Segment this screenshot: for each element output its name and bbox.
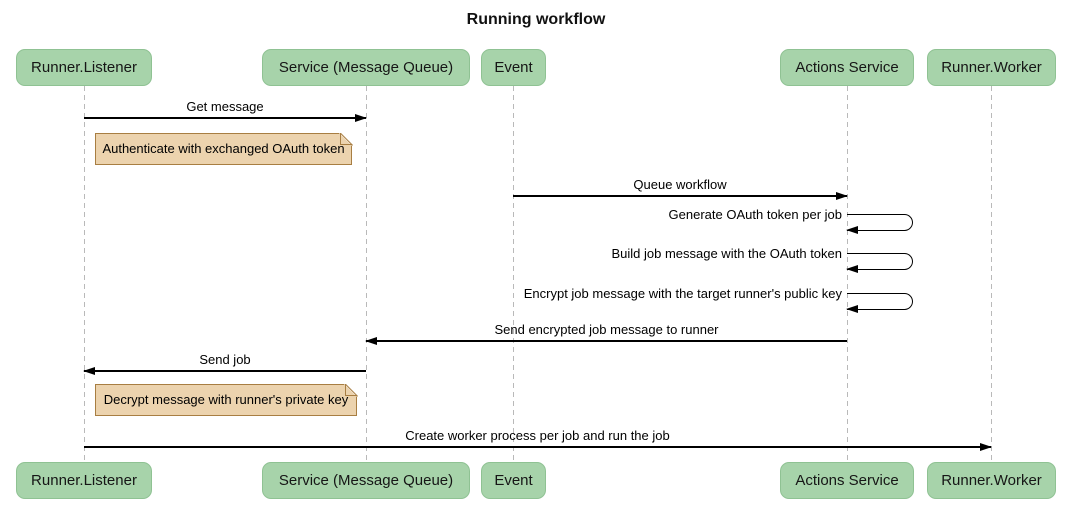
message-label: Get message (186, 99, 264, 114)
actor-runner-worker-top: Runner.Worker (927, 49, 1056, 86)
actor-actions-service-bottom: Actions Service (780, 462, 914, 499)
message-create-worker: Create worker process per job and run th… (84, 427, 992, 451)
actor-service-message-queue-top: Service (Message Queue) (262, 49, 470, 86)
arrow-line (84, 442, 992, 451)
lifeline-event (512, 86, 514, 462)
arrow-line (365, 336, 847, 345)
message-label: Create worker process per job and run th… (405, 428, 670, 443)
arrowhead-left-icon (83, 366, 95, 375)
actor-runner-worker-bottom: Runner.Worker (927, 462, 1056, 499)
actor-event-bottom: Event (481, 462, 546, 499)
diagram-title: Running workflow (466, 11, 606, 28)
actor-label: Actions Service (795, 472, 899, 489)
actor-label: Event (494, 472, 533, 489)
actor-label: Runner.Worker (941, 472, 1042, 489)
self-message-label-build-job-message: Build job message with the OAuth token (611, 246, 842, 261)
self-loop-build-job-message (846, 253, 913, 273)
arrow-line (84, 113, 367, 122)
lifeline-actions-service (846, 86, 848, 462)
note-text: Decrypt message with runner's private ke… (103, 392, 349, 407)
lifeline-runner-worker (990, 86, 992, 462)
arrowhead-left-icon (846, 264, 858, 273)
arrowhead-left-icon (846, 225, 858, 234)
message-queue-workflow: Queue workflow (513, 176, 848, 200)
arrowhead-right-icon (836, 191, 848, 200)
lifeline-runner-listener (83, 86, 85, 462)
actor-label: Service (Message Queue) (278, 472, 454, 489)
self-message-label-generate-oauth: Generate OAuth token per job (668, 207, 842, 222)
self-message-label-encrypt-job-message: Encrypt job message with the target runn… (523, 286, 842, 301)
actor-event-top: Event (481, 49, 546, 86)
actor-label: Runner.Listener (31, 59, 137, 76)
message-send-encrypted-job: Send encrypted job message to runner (365, 321, 847, 345)
self-loop-generate-oauth (846, 214, 913, 234)
actor-label: Event (494, 59, 533, 76)
actor-label: Runner.Worker (941, 59, 1042, 76)
arrow-line (83, 366, 366, 375)
note-fold-corner (340, 133, 352, 145)
actor-label: Runner.Listener (31, 472, 137, 489)
actor-label: Actions Service (795, 59, 899, 76)
note-text: Authenticate with exchanged OAuth token (102, 141, 345, 156)
note-decrypt: Decrypt message with runner's private ke… (95, 384, 357, 416)
actor-runner-listener-bottom: Runner.Listener (16, 462, 152, 499)
actor-runner-listener-top: Runner.Listener (16, 49, 152, 86)
self-loop-encrypt-job-message (846, 293, 913, 313)
note-fold-corner (345, 384, 357, 396)
actor-label: Service (Message Queue) (278, 59, 454, 76)
message-label: Queue workflow (633, 177, 727, 192)
arrowhead-right-icon (980, 442, 992, 451)
message-get-message: Get message (84, 98, 367, 122)
arrowhead-right-icon (355, 113, 367, 122)
arrow-line (513, 191, 848, 200)
message-label: Send encrypted job message to runner (494, 322, 719, 337)
message-label: Send job (199, 352, 251, 367)
note-authenticate: Authenticate with exchanged OAuth token (95, 133, 352, 165)
actor-actions-service-top: Actions Service (780, 49, 914, 86)
arrowhead-left-icon (365, 336, 377, 345)
lifeline-service-message-queue (365, 86, 367, 462)
message-send-job: Send job (83, 351, 366, 375)
arrowhead-left-icon (846, 304, 858, 313)
actor-service-message-queue-bottom: Service (Message Queue) (262, 462, 470, 499)
